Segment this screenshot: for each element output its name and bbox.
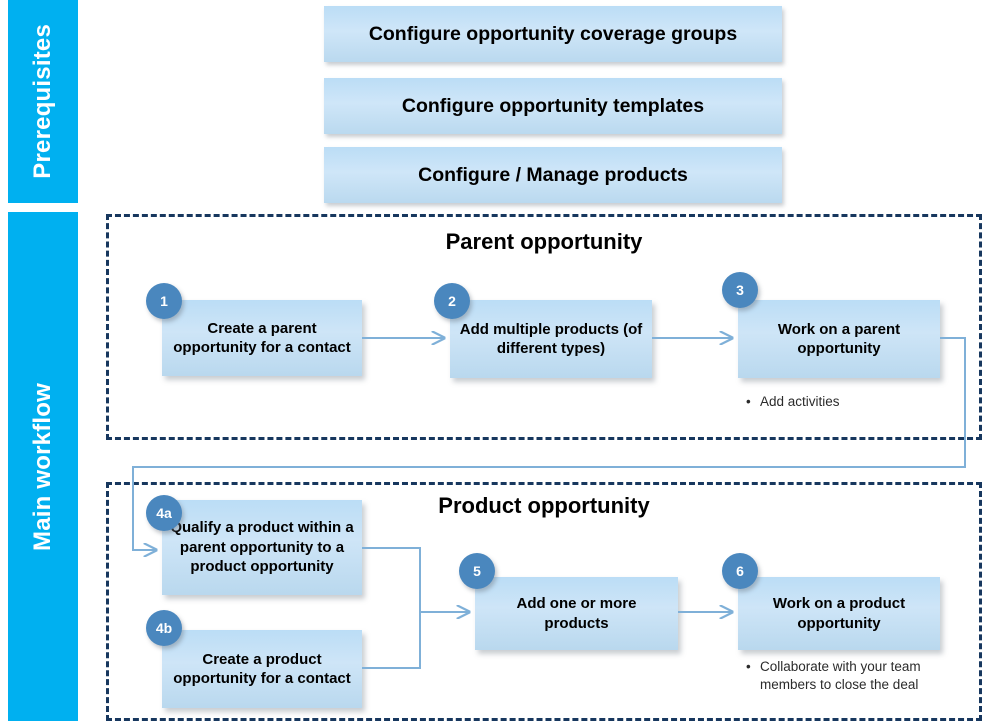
note-item: Collaborate with your team members to cl… — [746, 658, 924, 694]
group-parent-opportunity-title: Parent opportunity — [445, 229, 643, 254]
step-label: Add one or more products — [516, 595, 637, 632]
prerequisite-box-templates[interactable]: Configure opportunity templates — [324, 78, 782, 134]
note-item: Add activities — [746, 393, 964, 411]
prerequisite-box-coverage-groups[interactable]: Configure opportunity coverage groups — [324, 6, 782, 62]
step-label: Qualify a product within a parent opport… — [170, 519, 354, 576]
step-label: Create a product opportunity for a conta… — [173, 650, 351, 688]
prerequisite-label: Configure opportunity coverage groups — [368, 22, 738, 45]
step-badge-4b: 4b — [146, 610, 182, 646]
step-box-5[interactable]: Add one or more products — [475, 577, 678, 650]
note-step-3: Add activities — [744, 393, 964, 411]
step-badge-2: 2 — [434, 283, 470, 319]
step-badge-3: 3 — [722, 272, 758, 308]
step-badge-1: 1 — [146, 283, 182, 319]
prerequisite-label: Configure opportunity templates — [401, 94, 705, 117]
prerequisite-box-products[interactable]: Configure / Manage products — [324, 147, 782, 203]
step-box-4b[interactable]: Create a product opportunity for a conta… — [162, 630, 362, 708]
step-label: Work on a product opportunity — [772, 595, 906, 632]
step-badge-4a: 4a — [146, 495, 182, 531]
prerequisite-label: Configure / Manage products — [418, 163, 688, 186]
step-label: Create a parent opportunity for a contac… — [173, 319, 351, 357]
step-box-1[interactable]: Create a parent opportunity for a contac… — [162, 300, 362, 376]
step-box-3[interactable]: Work on a parent opportunity — [738, 300, 940, 378]
band-prerequisites: Prerequisites — [8, 0, 78, 203]
step-label: Work on a parent opportunity — [777, 320, 901, 358]
band-prerequisites-label: Prerequisites — [29, 24, 56, 179]
step-badge-6: 6 — [722, 553, 758, 589]
band-main-workflow: Main workflow — [8, 212, 78, 721]
step-box-4a[interactable]: Qualify a product within a parent opport… — [162, 500, 362, 595]
step-label: Add multiple products (of different type… — [459, 320, 643, 358]
step-box-6[interactable]: Work on a product opportunity — [738, 577, 940, 650]
step-badge-5: 5 — [459, 553, 495, 589]
note-step-6: Collaborate with your team members to cl… — [744, 658, 924, 694]
step-box-2[interactable]: Add multiple products (of different type… — [450, 300, 652, 378]
band-main-workflow-label: Main workflow — [29, 382, 56, 551]
